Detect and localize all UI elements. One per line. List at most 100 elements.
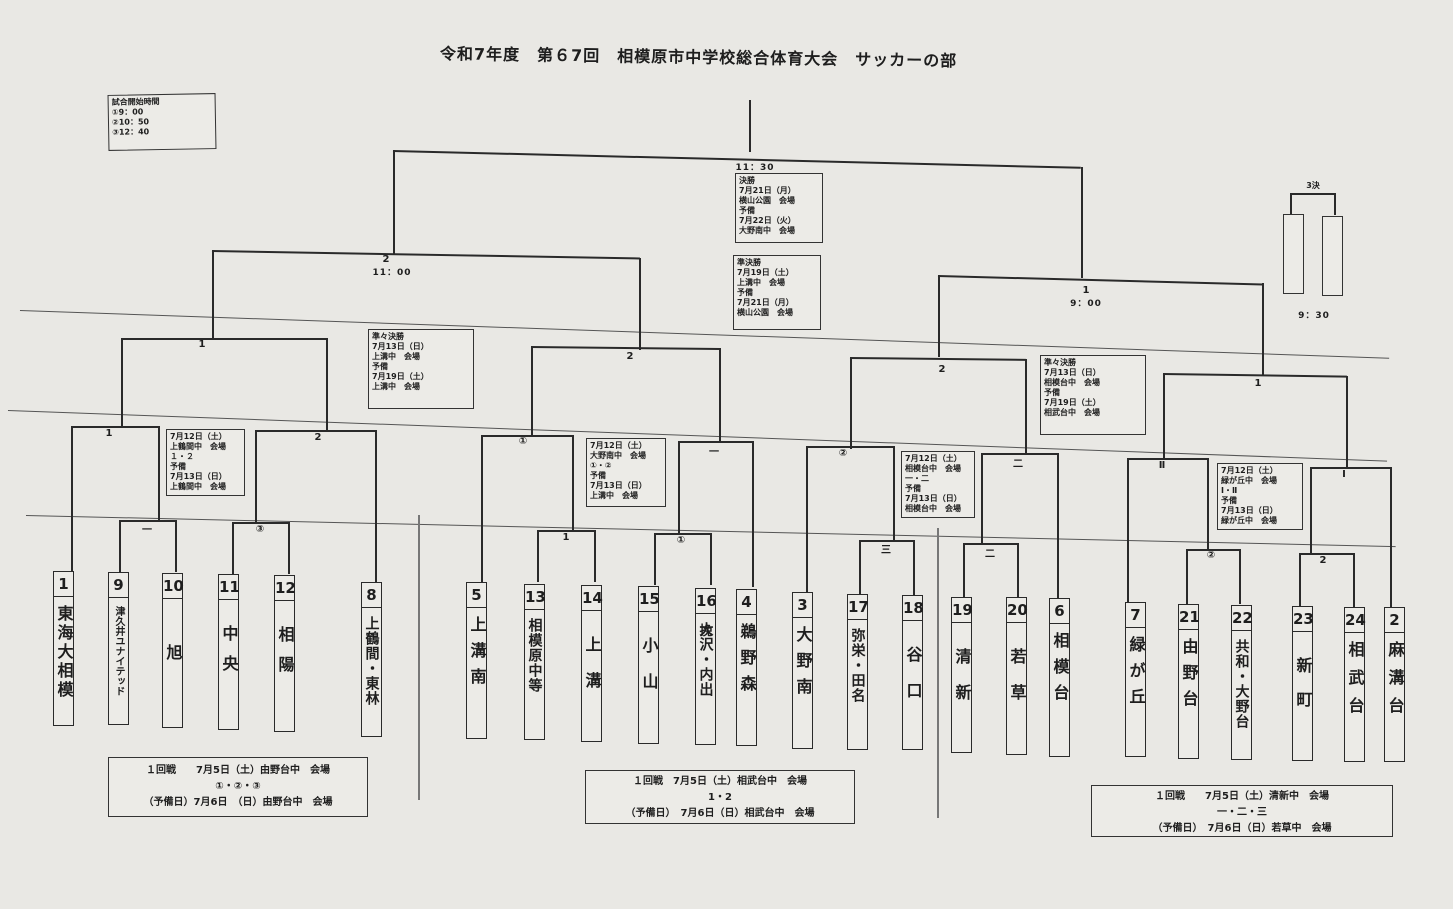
r2-label-8: Ⅰ (1342, 469, 1346, 480)
bracket-line (530, 346, 720, 350)
bracket-line (1186, 549, 1188, 604)
team16-prefix: 挽 (699, 624, 713, 639)
bracket-line (255, 430, 257, 522)
team-name: 大野南 (793, 626, 813, 704)
third-place-slot-b (1322, 216, 1343, 296)
r2-label-4: 一 (709, 447, 719, 458)
bracket-line (1127, 458, 1129, 604)
bracket-line (893, 446, 895, 541)
r2-info-box-a: 7月12日（土） 上鶴間中 会場 １・２ 予備 7月13日（日） 上鶴間中 会場 (166, 429, 245, 496)
team-name: 上鶴間・東林 (363, 616, 380, 706)
team-seed: 24 (1345, 608, 1366, 633)
bracket-line (255, 430, 376, 432)
team-name: 東海大相模 (54, 605, 74, 700)
qf-label-2: 2 (626, 351, 634, 362)
bracket-line (1310, 467, 1391, 469)
team-name: 上溝南 (467, 616, 487, 694)
team-name: 清新 (952, 648, 972, 720)
team-seed: 23 (1293, 607, 1314, 632)
bracket-line (1127, 458, 1208, 460)
team-name: 相模原中等 (526, 618, 543, 693)
bracket-line (232, 522, 289, 524)
round1-box-right: １回戦 7月5日（土）清新中 会場 一・二・三 （予備日） 7月6日（日）若草中… (1091, 785, 1393, 837)
team-seed: 22 (1232, 606, 1253, 631)
bracket-line (1299, 553, 1301, 608)
bracket-line (806, 446, 894, 448)
bracket-line (1353, 553, 1355, 608)
final-info-box: 決勝 7月21日（月） 横山公園 会場 予備 7月22日（火） 大野南中 会場 (735, 173, 823, 243)
team-slot: 5 上溝南 (466, 582, 487, 739)
team-slot: 7 緑が丘 (1125, 602, 1146, 757)
team-seed: 7 (1126, 603, 1145, 628)
team-seed: 12 (275, 576, 296, 601)
team-seed: 18 (903, 596, 924, 621)
bracket-line (654, 533, 711, 535)
team-name: 旭 (163, 644, 183, 663)
team-slot: 22 共和・大野台 (1231, 605, 1253, 760)
team-slot: 12 相陽 (274, 575, 296, 732)
bracket-line (710, 533, 712, 585)
bracket-line (481, 435, 483, 583)
bracket-line (1299, 553, 1354, 555)
bracket-line (639, 258, 641, 350)
team-name: 小山 (639, 637, 659, 709)
r2-label-6: 二 (1013, 459, 1023, 470)
final-time: 11：30 (735, 163, 775, 173)
bracket-line (963, 543, 965, 598)
section-divider (418, 515, 420, 800)
bracket-line (981, 453, 1058, 455)
third-place-time: 9：30 (1298, 311, 1330, 321)
bracket-line (71, 426, 159, 428)
qf-label-3: 2 (938, 364, 946, 375)
bracket-line (121, 338, 327, 340)
r2-info-box-d: 7月12日（土） 緑が丘中 会場 Ⅰ・Ⅱ 予備 7月13日（日） 緑が丘中 会場 (1217, 463, 1303, 530)
bracket-line (211, 250, 640, 259)
team-seed: 8 (362, 583, 381, 608)
bracket-line (158, 426, 160, 521)
team-name: 緑が丘 (1126, 636, 1146, 714)
team-seed: 13 (525, 585, 546, 610)
bracket-line (531, 346, 533, 436)
team-name: 共和・大野台 (1233, 639, 1250, 729)
r2-label-3: ① (518, 436, 528, 447)
bracket-line (719, 348, 721, 443)
qf-label-4: 1 (1254, 378, 1262, 389)
r1-label-g: ② (1206, 550, 1216, 561)
bracket-line (594, 530, 596, 582)
bracket-line (1334, 193, 1336, 215)
section-divider (937, 528, 939, 818)
team-name: 谷口 (903, 646, 923, 718)
bracket-line (1290, 193, 1335, 195)
bracket-line (1239, 549, 1241, 604)
semifinal-right-time: 9：00 (1070, 299, 1102, 309)
team-slot: 1 東海大相模 (53, 571, 74, 726)
bracket-line (71, 426, 73, 572)
bracket-line (937, 275, 1263, 286)
qf-label-1: 1 (198, 339, 206, 350)
team-seed: 20 (1007, 598, 1028, 623)
team-name: 相模台 (1050, 632, 1070, 710)
team-seed: 1 (54, 572, 73, 597)
team-seed: 5 (467, 583, 486, 608)
qf-left-info-box: 準々決勝 7月13日（日） 上溝中 会場 予備 7月19日（土） 上溝中 会場 (368, 329, 474, 409)
guide-line (19, 310, 1390, 359)
bracket-line (752, 441, 754, 587)
team-seed: 19 (952, 598, 973, 623)
bracket-line (537, 530, 539, 582)
bracket-line (1057, 453, 1059, 599)
bracket-line (1390, 467, 1392, 607)
r2-info-box-c: 7月12日（土） 相模台中 会場 一・二 予備 7月13日（日） 相模台中 会場 (901, 451, 975, 518)
bracket-line (806, 446, 808, 592)
team-name: 相陽 (275, 626, 295, 686)
bracket-line (119, 520, 121, 572)
team-slot: 19 清新 (951, 597, 973, 753)
team-seed: 14 (582, 586, 603, 611)
